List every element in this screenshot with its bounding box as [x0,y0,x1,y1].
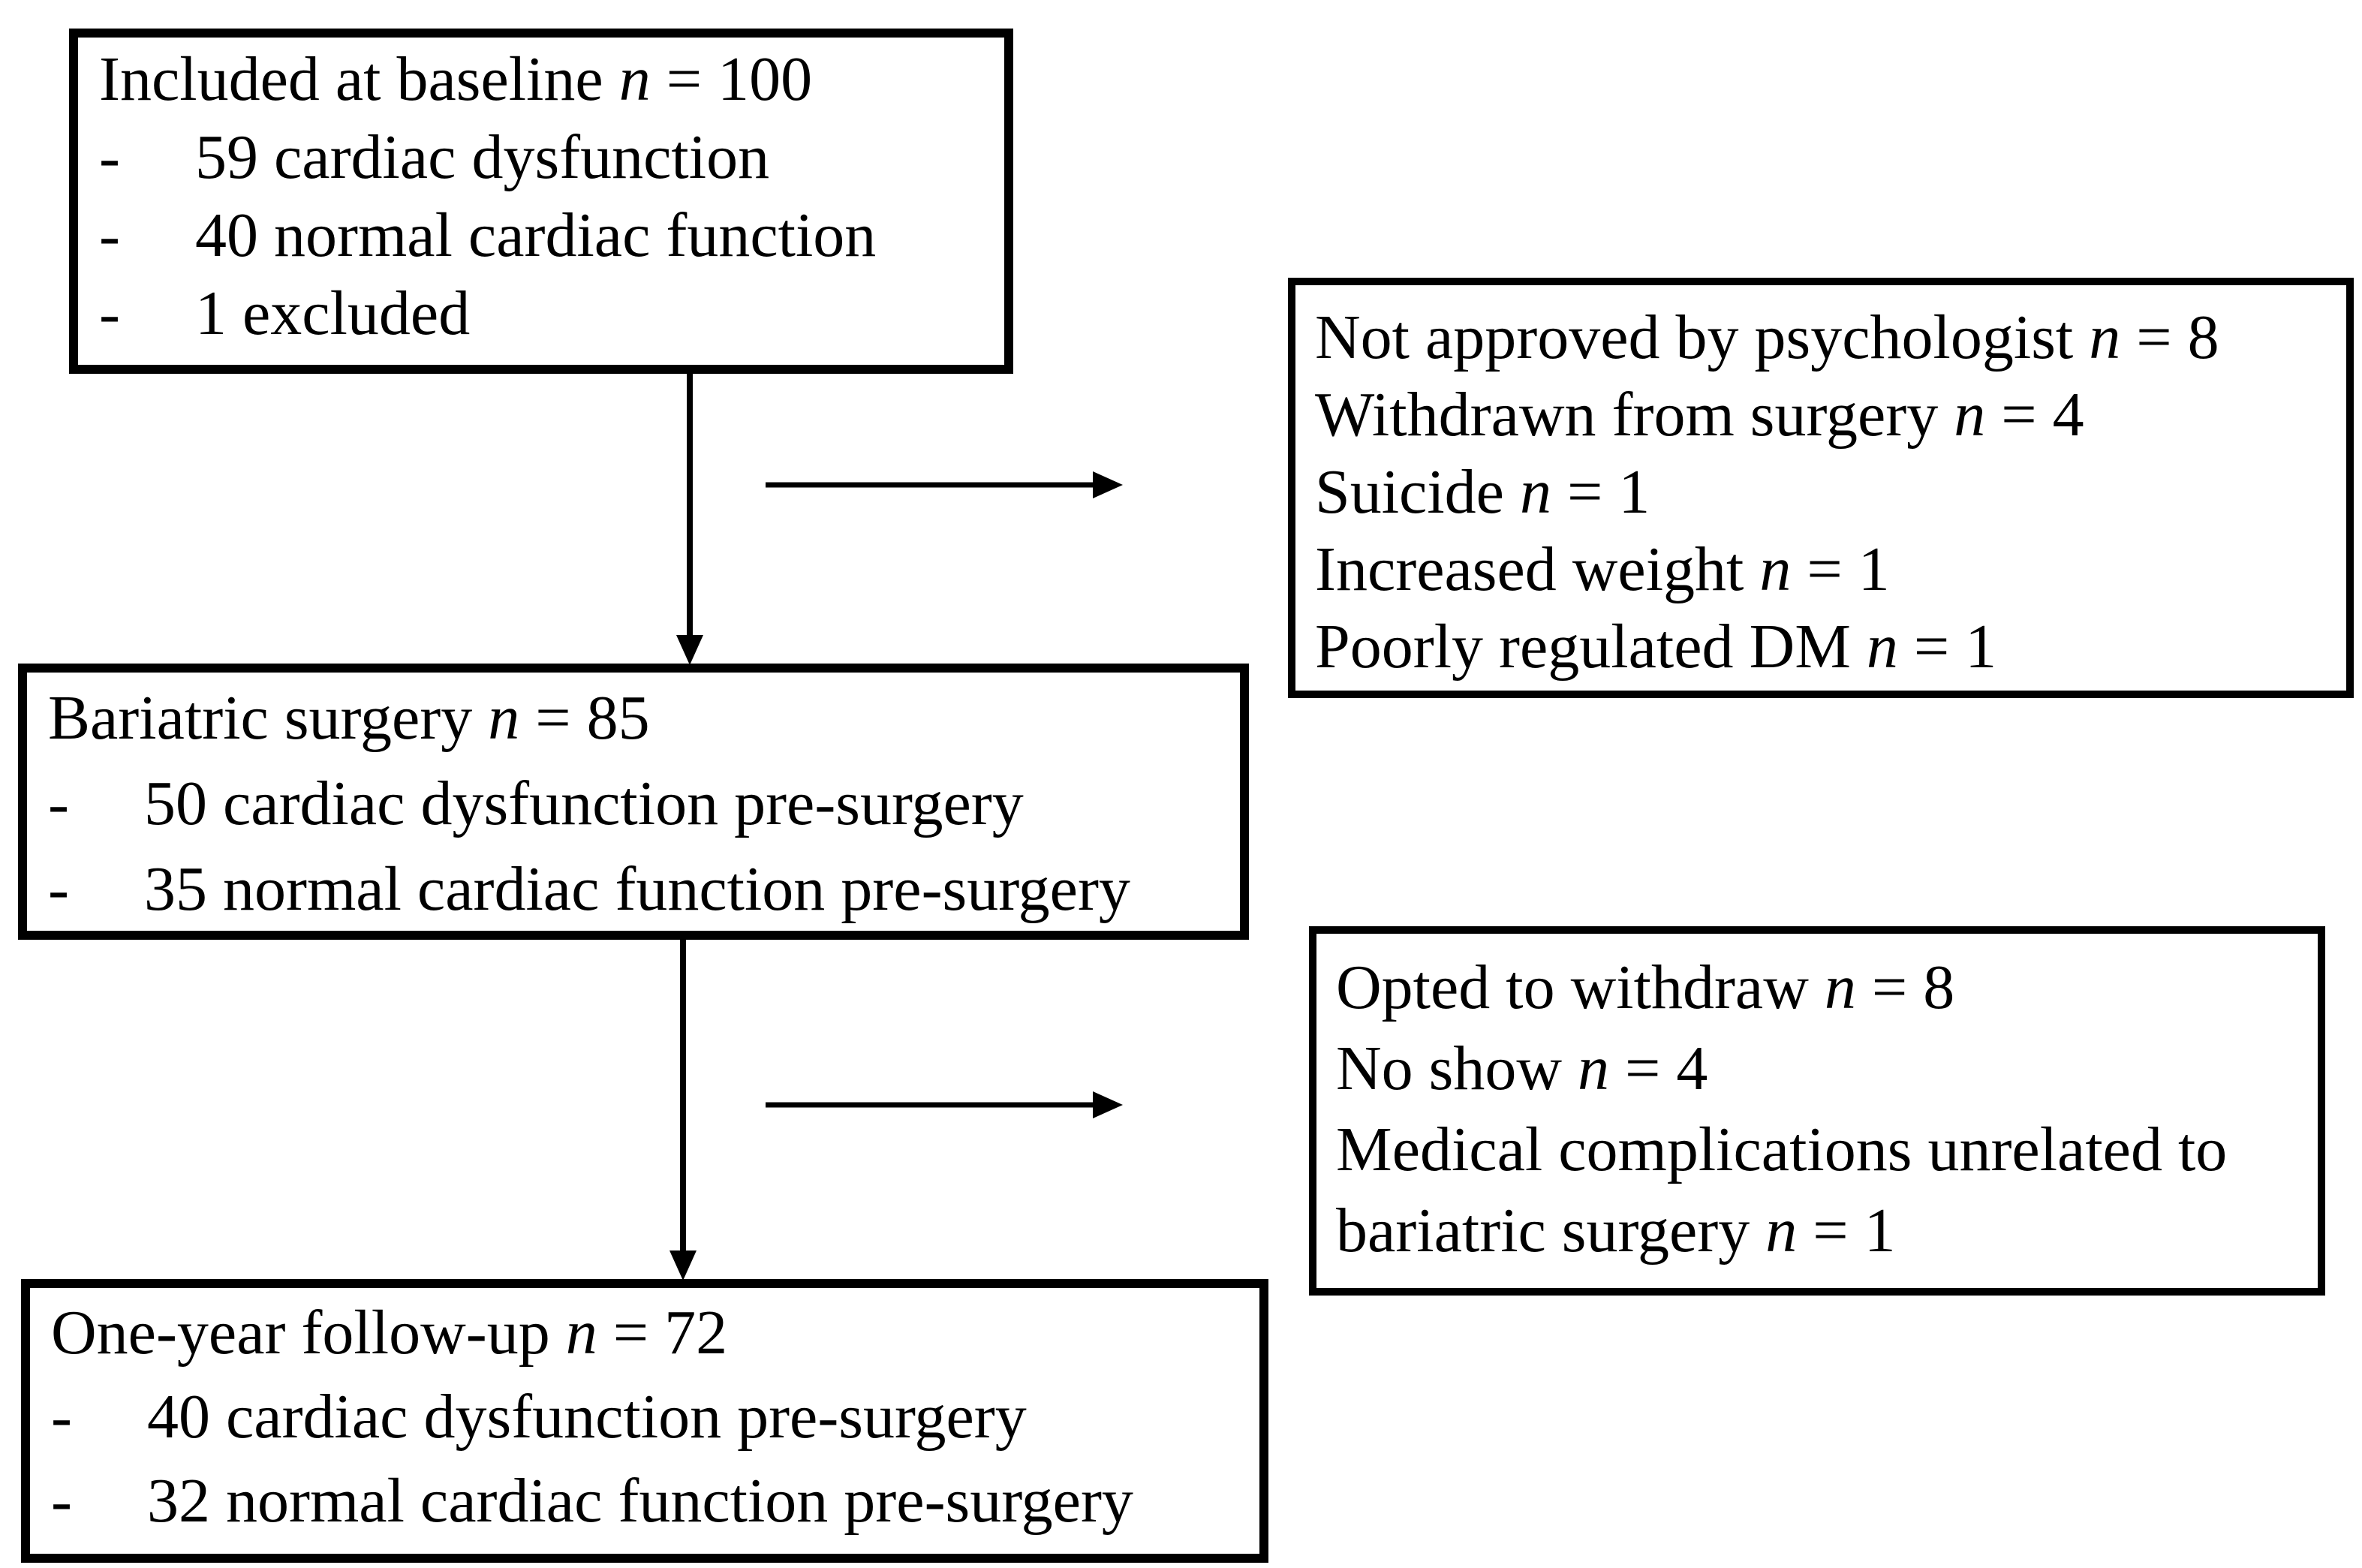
n-variable: n [1519,457,1551,527]
reason-text: Not approved by psychologist [1315,302,2090,372]
dropout-reason: No show n = 4 [1336,1028,2313,1109]
n-variable: n [618,44,651,114]
n-value: = 4 [1609,1034,1708,1103]
bullet-item: - 40 normal cardiac function [90,197,992,275]
title-text: Bariatric surgery [48,683,489,753]
dropout-reason: Opted to withdraw n = 8 [1336,947,2313,1028]
bullet-item: - 1 excluded [90,275,992,353]
bullet-text: 1 excluded [195,278,471,348]
bullet-item: - 32 normal cardiac function pre-surgery [42,1459,1247,1543]
n-variable: n [2089,302,2121,372]
box-excluded-before-surgery: Not approved by psychologist n = 8 Withd… [1288,278,2354,698]
n-variable: n [1954,380,1986,450]
box-bariatric-surgery: Bariatric surgery n = 85 - 50 cardiac dys… [18,664,1249,940]
arrow-shaft [687,371,693,643]
bullet-text: 50 cardiac dysfunction pre-surgery [144,769,1024,838]
n-value: = 8 [1855,953,1955,1022]
n-value: = 1 [1551,457,1650,527]
exclusion-reason: Withdrawn from surgery n = 4 [1315,376,2339,453]
reason-text: Increased weight [1315,534,1760,604]
dropout-reason: bariatric surgery n = 1 [1336,1190,2313,1272]
arrow-down-head [676,635,703,665]
reason-text: bariatric surgery [1336,1196,1766,1266]
arrow-shaft [766,482,1100,488]
arrow-surgery-to-followup [669,940,697,1281]
title-text: One-year follow-up [51,1298,566,1368]
reason-text: Withdrawn from surgery [1315,380,1954,450]
arrow-baseline-to-surgery [676,371,703,665]
bullet-text: 40 cardiac dysfunction pre-surgery [147,1382,1027,1452]
n-variable: n [1578,1034,1610,1103]
n-variable: n [1824,953,1856,1022]
reason-text: Opted to withdraw [1336,953,1825,1022]
n-value: = 85 [519,683,650,753]
n-value: = 72 [597,1298,728,1368]
n-variable: n [1866,612,1898,682]
bullet-dash: - [51,1466,72,1536]
bullet-text: 35 normal cardiac function pre-surgery [144,854,1130,924]
arrow-shaft [766,1102,1100,1108]
n-value: = 8 [2120,302,2219,372]
bullet-item: - 59 cardiac dysfunction [90,119,992,197]
n-variable: n [488,683,520,753]
bullet-dash: - [51,1382,72,1452]
bullet-item: - 50 cardiac dysfunction pre-surgery [39,761,1228,847]
box-included-at-baseline: Included at baseline n = 100 - 59 cardiac… [69,29,1013,374]
bullet-dash: - [48,769,69,838]
n-value: = 4 [1985,380,2084,450]
reason-text: Medical complications unrelated to [1336,1115,2228,1184]
n-value: = 1 [1797,1196,1896,1266]
dropout-reason: Medical complications unrelated to [1336,1109,2313,1190]
arrow-to-lost-to-followup [766,1091,1123,1118]
bullet-dash: - [99,122,120,192]
exclusion-reason: Not approved by psychologist n = 8 [1315,299,2339,376]
n-variable: n [565,1298,597,1368]
exclusion-reason: Increased weight n = 1 [1315,531,2339,608]
box-title-bariatric-surgery: Bariatric surgery n = 85 [48,676,1228,761]
box-one-year-followup: One-year follow-up n = 72 - 40 cardiac dy… [21,1279,1268,1563]
bullet-text: 32 normal cardiac function pre-surgery [147,1466,1133,1536]
arrow-right-head [1093,1091,1123,1118]
bullet-dash: - [48,854,69,924]
reason-text: Suicide [1315,457,1520,527]
reason-text: No show [1336,1034,1578,1103]
box-title-included-at-baseline: Included at baseline n = 100 [99,41,992,119]
bullet-dash: - [99,200,120,270]
arrow-shaft [680,940,686,1258]
title-text: Included at baseline [99,44,619,114]
n-value: = 1 [1897,612,1997,682]
bullet-item: - 40 cardiac dysfunction pre-surgery [42,1375,1247,1459]
n-value: = 1 [1791,534,1890,604]
arrow-down-head [669,1250,697,1281]
arrow-to-excluded-before-surgery [766,471,1123,498]
n-value: = 100 [650,44,813,114]
n-variable: n [1765,1196,1798,1266]
bullet-dash: - [99,278,120,348]
box-title-one-year-followup: One-year follow-up n = 72 [51,1291,1247,1375]
box-lost-to-followup: Opted to withdraw n = 8 No show n = 4 Me… [1309,926,2325,1296]
bullet-text: 40 normal cardiac function [195,200,877,270]
bullet-item: - 35 normal cardiac function pre-surgery [39,847,1228,932]
reason-text: Poorly regulated DM [1315,612,1867,682]
exclusion-reason: Suicide n = 1 [1315,453,2339,531]
bullet-text: 59 cardiac dysfunction [195,122,770,192]
exclusion-reason: Poorly regulated DM n = 1 [1315,608,2339,685]
arrow-right-head [1093,471,1123,498]
n-variable: n [1759,534,1792,604]
